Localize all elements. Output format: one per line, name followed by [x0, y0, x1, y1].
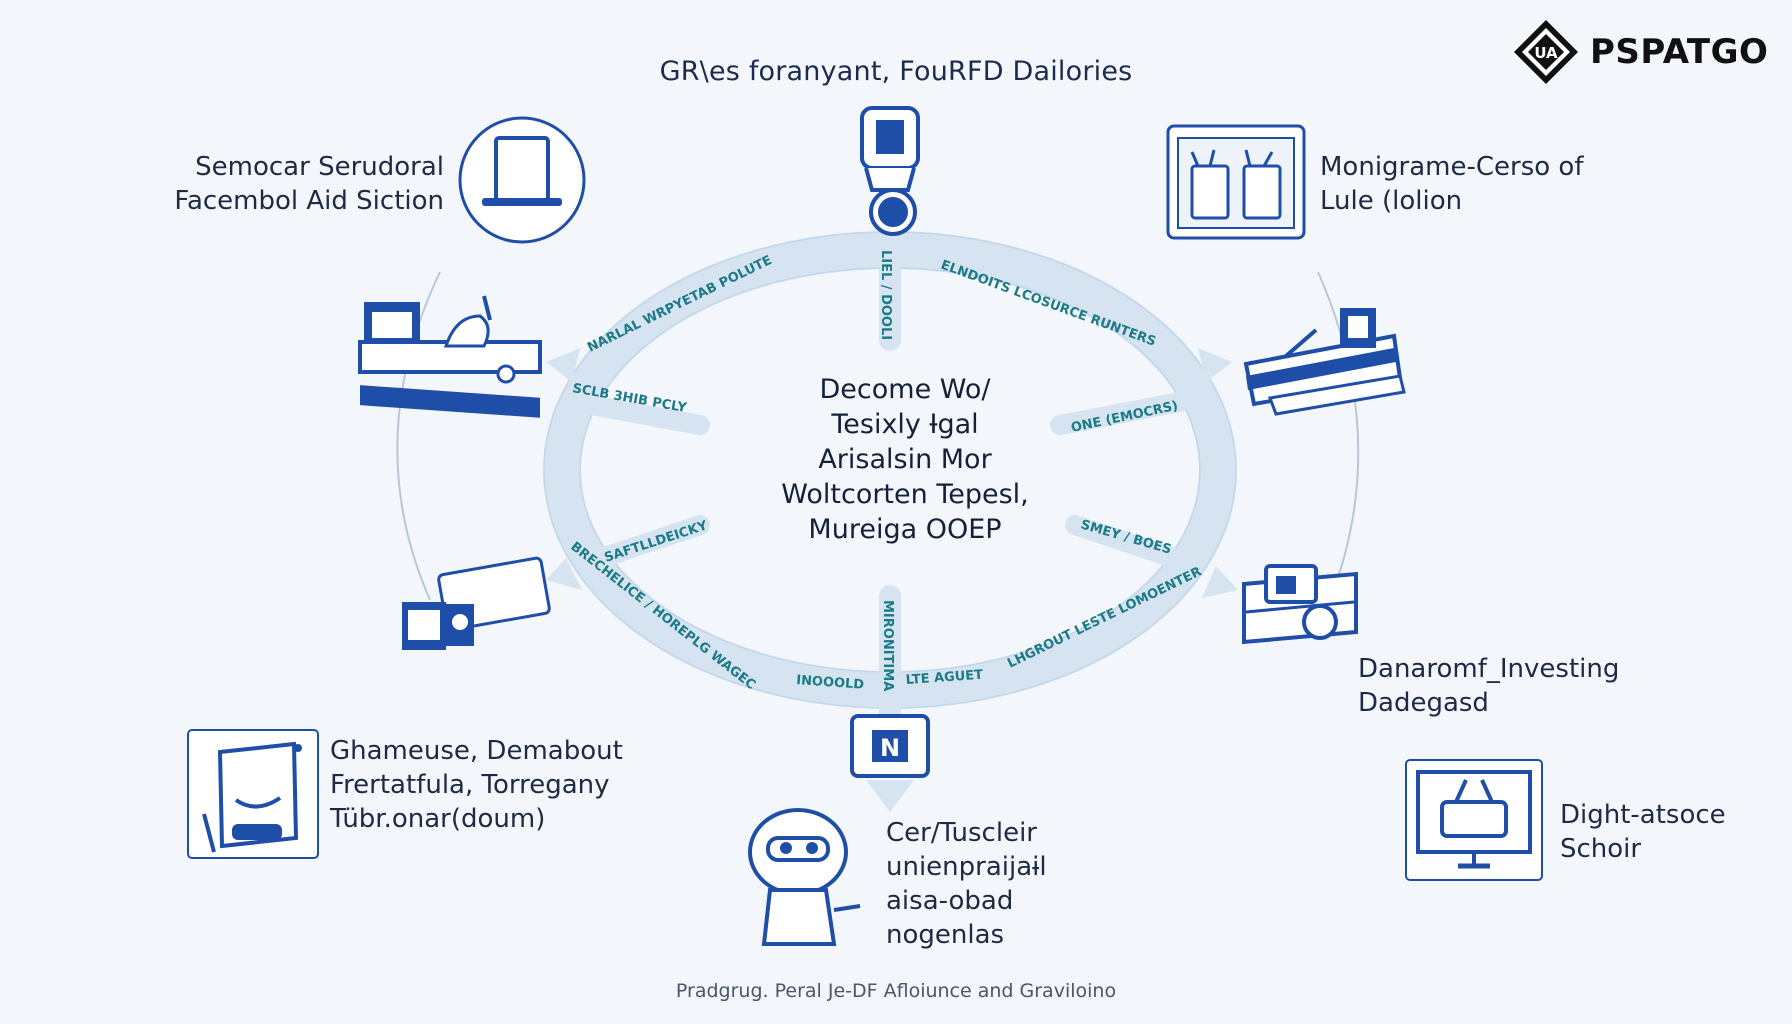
outer-arc-left — [396, 271, 441, 601]
logo-text: PSPATGO — [1590, 32, 1769, 72]
diagram-title: GR\es foranyant, FouRFD Dailories — [659, 56, 1133, 87]
printer-icon — [1243, 308, 1406, 416]
label-bottom-left: Ghameuse, Demabout Frertatfula, Torregan… — [330, 736, 623, 834]
monitor-icon — [1405, 759, 1543, 881]
ring-label-spoke-bottom: MIRONITIMA — [880, 600, 895, 691]
label-bottom-center: Cer/Tuscleir unienpraijaɨl aisa-obad nog… — [886, 818, 1047, 950]
spoke-right-down — [1065, 515, 1195, 572]
label-top-right: Monigrame-Cerso of Lule (lolion — [1320, 152, 1584, 216]
ring-label-top-left: NARLAL WRPYETAB POLUTE — [585, 253, 774, 356]
ring-arrow-right-up — [1198, 348, 1232, 382]
spoke-bottom-arrow — [866, 780, 914, 812]
logo: UA PSPATGO — [1512, 18, 1768, 86]
machine-icon — [358, 295, 542, 418]
label-mid-right: Danaromf_Investing Dadegasd — [1358, 654, 1620, 718]
character-icon — [748, 808, 861, 946]
ring-label-spoke-top: LIEL / DOOLI — [878, 250, 893, 340]
ring-label-bottom-mid-left: INOOOLD — [796, 673, 865, 693]
label-bottom-right: Dight-atsoce Schoir — [1560, 800, 1726, 864]
ring-arrow-left-down — [546, 558, 582, 590]
n-box-glyph: N — [880, 734, 900, 762]
outer-arc-right — [1317, 271, 1360, 601]
ring-arrow-right-down — [1202, 566, 1238, 598]
label-top-left: Semocar Serudoral Facembol Aid Siction — [174, 152, 444, 216]
spoke-left-down — [580, 515, 710, 572]
top-hat-icon — [458, 116, 586, 244]
center-text: Decome Wo/ Tesixly Ɨgal Arisalsin Mor Wo… — [781, 374, 1029, 545]
top-hub-icon — [860, 106, 920, 236]
calendar-icon — [1166, 124, 1306, 240]
ring-label-bottom-mid-right: LTE AGUET — [905, 668, 983, 688]
phone-icon — [187, 729, 319, 859]
stack-icon — [1242, 564, 1358, 645]
spoke-left-up — [565, 392, 710, 435]
ring-arrow-left-up — [546, 348, 580, 382]
logo-mark: UA — [1534, 44, 1558, 62]
footer-caption: Pradgrug. Peral Je-DF Afloiunce and Grav… — [675, 980, 1117, 1002]
logo-diamond-icon: UA — [1514, 20, 1578, 84]
spoke-right-up — [1050, 392, 1190, 435]
n-box-icon: N — [850, 714, 930, 778]
ring-label-bottom-left: BRECHELICE / HOREPLG WAGEC — [568, 539, 759, 693]
documents-icon — [402, 556, 551, 650]
